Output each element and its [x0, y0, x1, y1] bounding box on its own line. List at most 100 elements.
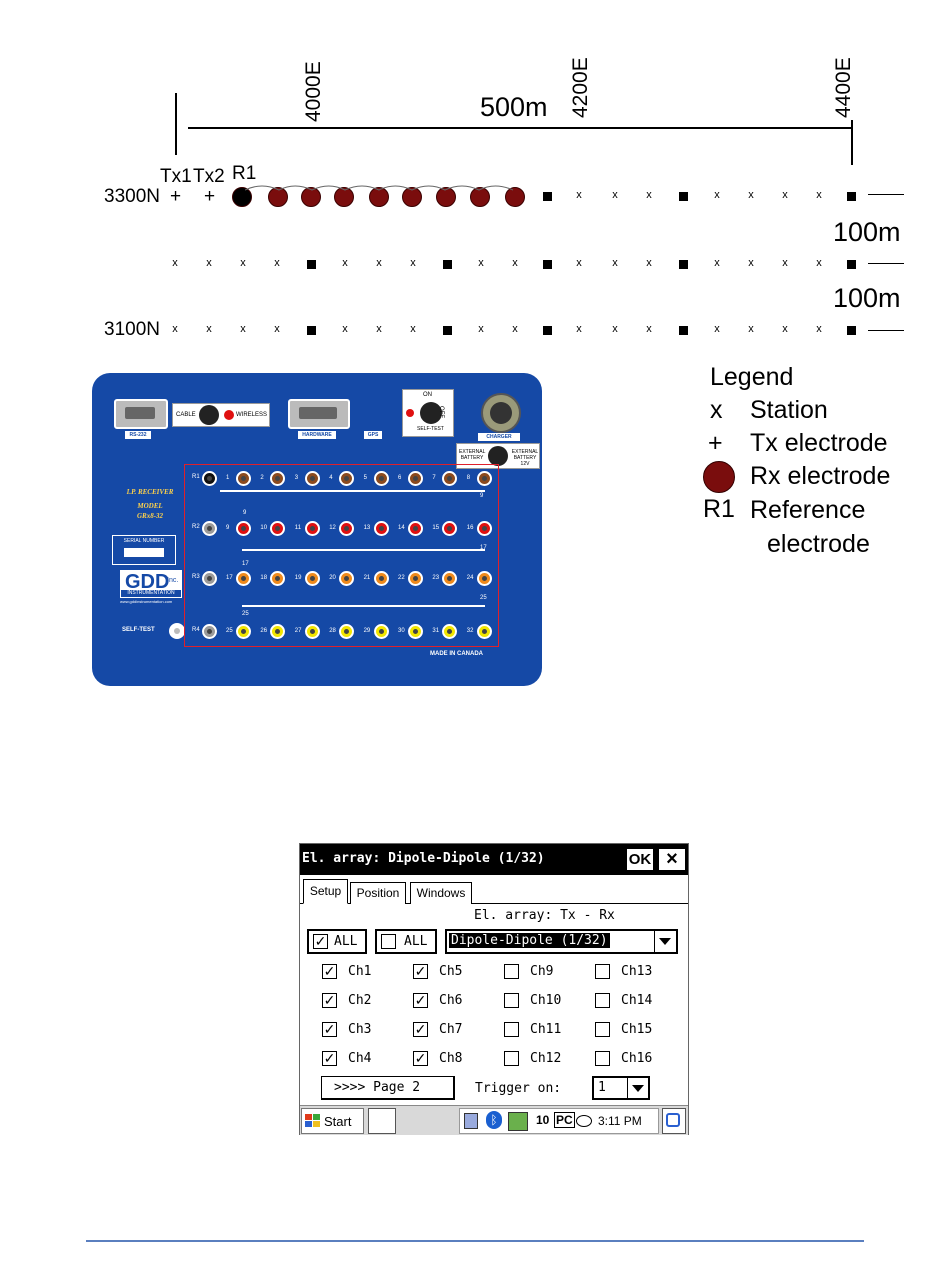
channel-jack[interactable] — [270, 571, 286, 586]
channel-jack[interactable] — [236, 471, 251, 486]
channel-checkbox[interactable] — [504, 1022, 519, 1037]
pc-connect-icon[interactable]: PC — [554, 1112, 575, 1128]
channel-jack[interactable] — [442, 471, 458, 486]
chevron-down-icon[interactable] — [654, 931, 675, 952]
channel-jack[interactable] — [373, 521, 389, 536]
channel-jack[interactable] — [270, 521, 286, 536]
channel-jack[interactable] — [270, 471, 286, 486]
trigger-select[interactable]: 1 — [592, 1076, 650, 1100]
channel-number: 16 — [466, 525, 474, 531]
channel-jack[interactable] — [304, 521, 320, 536]
station-mark: x — [714, 257, 720, 269]
channel-jack[interactable] — [236, 571, 251, 586]
channel-jack[interactable] — [339, 471, 355, 486]
chevron-down-icon[interactable] — [627, 1078, 649, 1098]
channel-jack[interactable] — [373, 471, 389, 486]
array-select[interactable]: Dipole-Dipole (1/32) — [445, 929, 678, 954]
reference-jack[interactable] — [202, 624, 217, 639]
station-mark: x — [612, 257, 618, 269]
deselect-all-button[interactable]: ALL — [375, 929, 437, 954]
reference-jack[interactable] — [202, 571, 217, 586]
channel-label: Ch9 — [530, 964, 554, 979]
reference-jack[interactable] — [202, 521, 217, 536]
reference-jack[interactable] — [202, 471, 217, 486]
scale-line — [188, 127, 852, 129]
legend-station-label: Station — [750, 396, 828, 424]
right-tick — [851, 120, 853, 165]
channel-jack[interactable] — [408, 471, 423, 486]
serial-number-box: SERIAL NUMBER — [112, 535, 176, 565]
station-mark: x — [782, 189, 788, 201]
close-icon[interactable]: × — [659, 849, 685, 870]
channel-jack[interactable] — [304, 624, 320, 639]
channel-checkbox[interactable] — [595, 993, 610, 1008]
channel-checkbox[interactable] — [595, 1051, 610, 1066]
channel-jack[interactable] — [236, 624, 251, 639]
channel-jack[interactable] — [339, 571, 355, 586]
io-icon[interactable]: 10 — [536, 1113, 550, 1127]
tab-position[interactable]: Position — [350, 882, 406, 904]
channel-jack[interactable] — [442, 624, 458, 639]
channel-jack[interactable] — [476, 571, 492, 586]
channel-checkbox[interactable]: ✓ — [413, 1021, 428, 1037]
spacing-label-2: 100m — [833, 283, 901, 313]
station-square-mark — [679, 192, 688, 201]
station-mark: x — [240, 323, 246, 335]
channel-jack[interactable] — [373, 624, 389, 639]
channel-checkbox[interactable]: ✓ — [322, 1021, 337, 1037]
channel-jack[interactable] — [304, 471, 320, 486]
power-switch[interactable] — [420, 402, 442, 424]
channel-checkbox[interactable]: ✓ — [413, 992, 428, 1008]
channel-checkbox[interactable]: ✓ — [413, 963, 428, 979]
channel-checkbox[interactable]: ✓ — [322, 963, 337, 979]
bluetooth-icon[interactable]: ᛒ — [486, 1111, 502, 1129]
start-button[interactable]: Start — [301, 1108, 364, 1134]
channel-jack[interactable] — [304, 571, 320, 586]
channel-checkbox[interactable] — [595, 964, 610, 979]
windows-logo-icon — [305, 1114, 312, 1120]
ok-button[interactable]: OK — [627, 849, 653, 870]
channel-label: Ch4 — [348, 1051, 372, 1066]
channel-checkbox[interactable]: ✓ — [322, 992, 337, 1008]
channel-checkbox[interactable] — [504, 1051, 519, 1066]
channel-jack[interactable] — [339, 624, 355, 639]
channel-jack[interactable] — [476, 471, 492, 486]
network-icon[interactable] — [464, 1113, 478, 1129]
channel-checkbox[interactable]: ✓ — [413, 1050, 428, 1066]
volume-icon[interactable] — [576, 1115, 592, 1127]
channel-jack[interactable] — [408, 571, 423, 586]
input-panel-button[interactable] — [368, 1108, 396, 1134]
tab-setup[interactable]: Setup — [303, 879, 348, 904]
channel-jack[interactable] — [476, 521, 492, 536]
image-app-icon[interactable] — [508, 1112, 528, 1131]
channel-jack[interactable] — [408, 521, 423, 536]
array-select-value: Dipole-Dipole (1/32) — [449, 933, 610, 948]
desktop-button[interactable] — [662, 1108, 686, 1134]
tab-windows[interactable]: Windows — [410, 882, 472, 904]
channel-checkbox[interactable] — [595, 1022, 610, 1037]
brand-line-3: GRx8-32 — [136, 512, 164, 520]
logo-inc: Inc. — [167, 577, 179, 584]
clock[interactable]: 3:11 PM — [598, 1114, 642, 1128]
channel-jack[interactable] — [408, 624, 423, 639]
channel-checkbox[interactable] — [504, 964, 519, 979]
channel-checkbox[interactable] — [504, 993, 519, 1008]
station-mark: x — [714, 189, 720, 201]
channel-jack[interactable] — [373, 571, 389, 586]
channel-label: Ch16 — [621, 1051, 653, 1066]
reference-row-label: R1 — [192, 474, 200, 480]
jumper-label: 9 — [480, 493, 484, 499]
self-test-jack[interactable] — [169, 623, 185, 639]
select-all-button[interactable]: ✓ ALL — [307, 929, 367, 954]
page-2-button[interactable]: >>>> Page 2 — [321, 1076, 455, 1100]
empty-checkbox-icon — [381, 934, 396, 949]
channel-jack[interactable] — [442, 521, 458, 536]
channel-jack[interactable] — [442, 571, 458, 586]
station-mark: x — [206, 257, 212, 269]
channel-jack[interactable] — [339, 521, 355, 536]
channel-jack[interactable] — [476, 624, 492, 639]
channel-label: Ch2 — [348, 993, 372, 1008]
channel-jack[interactable] — [270, 624, 286, 639]
channel-jack[interactable] — [236, 521, 251, 536]
channel-checkbox[interactable]: ✓ — [322, 1050, 337, 1066]
